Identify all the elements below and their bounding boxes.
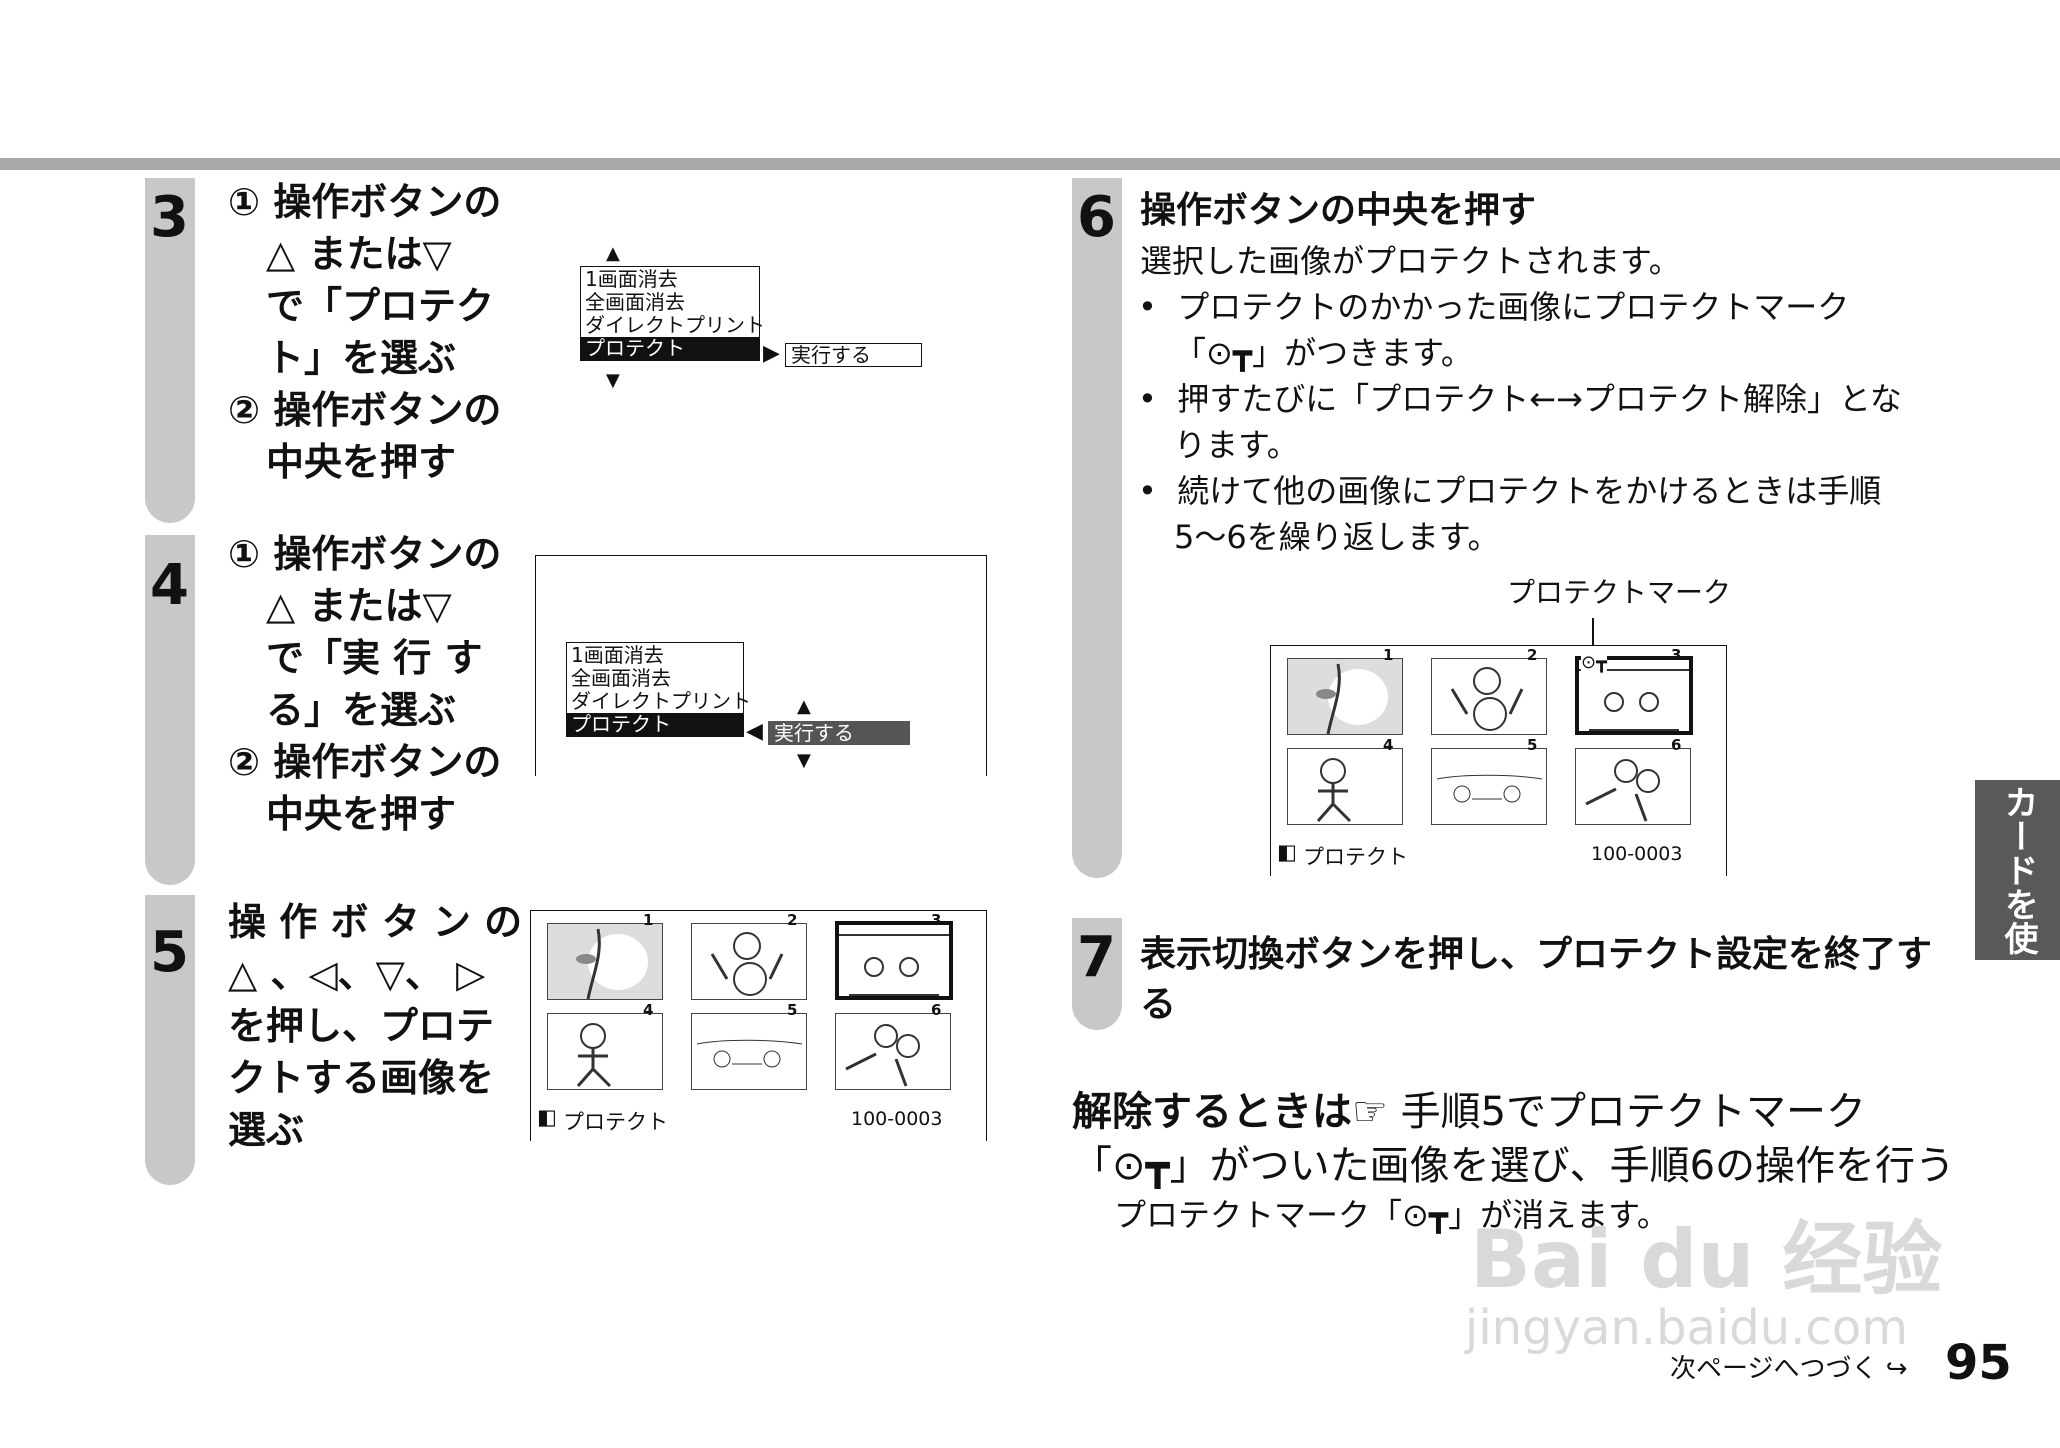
thumbnail	[691, 1013, 807, 1090]
step-5-screen: 1 2 3 4 5 6 ◧ プロテクト 100-0003	[530, 910, 987, 1141]
thumbnail	[547, 1013, 663, 1090]
step-5-bar	[145, 895, 195, 1185]
menu-up-arrow-icon: ▲	[606, 243, 620, 264]
thumb-number: 1	[1383, 646, 1394, 664]
thumbnail	[1287, 658, 1403, 735]
step-6-number: 6	[1077, 185, 1116, 250]
thumb-number: 1	[643, 911, 654, 929]
step-3-exec-box: 実行する	[785, 343, 922, 367]
step-3-number: 3	[150, 185, 189, 250]
screen-label: プロテクト	[563, 1110, 668, 1134]
protect-mark-callout: プロテクトマーク	[1507, 576, 1732, 609]
callout-line	[1592, 618, 1594, 663]
step-3-instructions: ① 操作ボタンの △ または▽ で「プロテク ト」を選ぶ ② 操作ボタンの 中央…	[228, 180, 502, 484]
next-page-text: 次ページへつづく ↪	[1670, 1354, 1908, 1384]
release-line-1: 手順5でプロテクトマーク	[1387, 1089, 1867, 1135]
thumb-number: 6	[1671, 736, 1682, 754]
step-5-number: 5	[150, 920, 189, 985]
thumbnail	[691, 923, 807, 1000]
step-3-bar	[145, 178, 195, 523]
right-arrow-icon: ▶	[763, 341, 780, 366]
thumb-number: 2	[1527, 646, 1538, 664]
step-7-instructions: 表示切換ボタンを押し、プロテクト設定を終了す る	[1140, 934, 1933, 1025]
thumbnail-selected	[1575, 656, 1693, 735]
step-6-heading: 操作ボタンの中央を押す	[1140, 190, 1537, 231]
protect-key-icon: ⊙┳	[1581, 652, 1607, 673]
thumb-number: 3	[931, 911, 942, 929]
step-5-instructions: 操 作 ボ タ ン の △ 、◁、▽、 ▷ を押し、プロテ クトする画像を 選ぶ	[228, 900, 523, 1152]
step-6-bullets: • プロテクトのかかった画像にプロテクトマーク 「⊙┳」がつきます。 • 押すた…	[1138, 288, 1902, 556]
exec-up-arrow-icon: ▲	[797, 696, 811, 717]
file-number: 100-0003	[1591, 843, 1683, 865]
left-arrow-icon: ◀	[746, 719, 763, 744]
thumb-number: 3	[1671, 646, 1682, 664]
watermark-logo: Bai du 经验	[1470, 1213, 1943, 1306]
exec-down-arrow-icon: ▼	[797, 750, 811, 771]
step-4-number: 4	[150, 553, 189, 618]
thumb-number: 6	[931, 1001, 942, 1019]
step-6-screen: ⊙┳ 1 2 3 4 5 6 ◧ プロテクト 100-0003	[1270, 645, 1727, 876]
watermark-url: jingyan.baidu.com	[1465, 1300, 1908, 1356]
reference-icon: ☞	[1352, 1089, 1388, 1135]
thumbnail	[1575, 748, 1691, 825]
card-icon: ◧	[1277, 840, 1297, 864]
menu-down-arrow-icon: ▼	[606, 370, 620, 391]
thumbnail	[1287, 748, 1403, 825]
step-6-text: 選択した画像がプロテクトされます。	[1140, 242, 1681, 280]
thumb-number: 5	[1527, 736, 1538, 754]
release-line-3: プロテクトマーク「⊙┳」が消えます。	[1114, 1196, 1669, 1234]
thumbnail	[1431, 658, 1547, 735]
thumbnail	[835, 1013, 951, 1090]
step-7-bar	[1072, 918, 1122, 1030]
header-rule	[0, 158, 2060, 170]
page-number: 95	[1945, 1335, 2012, 1391]
step-7-number: 7	[1077, 925, 1116, 990]
thumbnail	[1431, 748, 1547, 825]
release-line-2: 「⊙┳」がついた画像を選び、手順6の操作を行う	[1072, 1143, 1956, 1189]
thumb-number: 5	[787, 1001, 798, 1019]
card-icon: ◧	[537, 1105, 557, 1129]
step-4-exec-box: 実行する	[768, 721, 910, 745]
screen-label: プロテクト	[1303, 845, 1408, 869]
thumbnail-selected	[835, 921, 953, 1000]
step-4-menu: 1画面消去 全画面消去 ダイレクトプリント プロテクト	[566, 642, 751, 737]
next-page-icon: ↪	[1885, 1354, 1908, 1384]
section-tab: カードを使う	[1913, 780, 2060, 960]
step-3-menu: 1画面消去 全画面消去 ダイレクトプリント プロテクト	[580, 266, 765, 361]
thumb-number: 4	[643, 1001, 654, 1019]
release-section: 解除するときは☞ 手順5でプロテクトマーク 「⊙┳」がついた画像を選び、手順6の…	[1072, 1085, 1972, 1237]
step-6-bar	[1072, 178, 1122, 878]
step-4-instructions: ① 操作ボタンの △ または▽ で「実 行 す る」を選ぶ ② 操作ボタンの 中…	[228, 532, 502, 836]
thumb-number: 2	[787, 911, 798, 929]
step-4-bar	[145, 535, 195, 885]
thumb-number: 4	[1383, 736, 1394, 754]
release-heading: 解除するときは	[1072, 1089, 1352, 1135]
thumbnail	[547, 923, 663, 1000]
file-number: 100-0003	[851, 1108, 943, 1130]
